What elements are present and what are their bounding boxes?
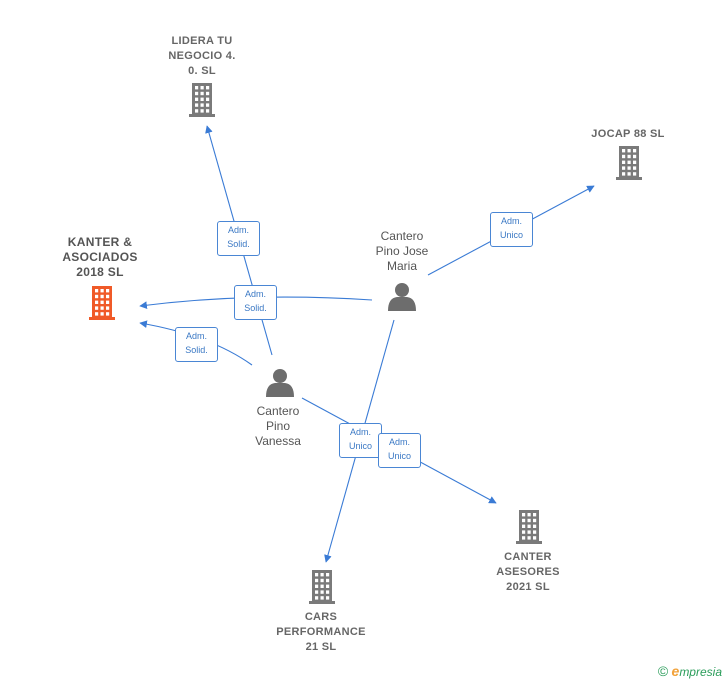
copyright-symbol: ©	[657, 663, 669, 679]
empresia-logo-initial: e	[671, 663, 680, 679]
edge-badge-jose-maria-cars: Adm. Unico	[339, 423, 382, 458]
node-label-vanessa[interactable]: Cantero Pino Vanessa	[255, 404, 301, 448]
building-icon-canter_asesores[interactable]	[516, 510, 542, 544]
empresia-credit: © empresia	[658, 663, 722, 679]
node-label-cars[interactable]: CARS PERFORMANCE 21 SL	[276, 611, 366, 653]
node-label-kanter[interactable]: KANTER & ASOCIADOS 2018 SL	[62, 235, 138, 279]
icons-layer	[89, 83, 642, 604]
node-label-jocap[interactable]: JOCAP 88 SL	[591, 128, 665, 140]
building-icon-kanter[interactable]	[89, 286, 115, 320]
empresia-logo-text: mpresia	[679, 665, 722, 679]
edge-badge-vanessa-canter-asesores: Adm. Unico	[378, 433, 421, 468]
building-icon-jocap[interactable]	[616, 146, 642, 180]
person-icon-jose_maria[interactable]	[388, 283, 416, 311]
edge-badge-vanessa-kanter: Adm. Solid.	[175, 327, 218, 362]
edge-badge-jose-maria-kanter: Adm. Solid.	[234, 285, 277, 320]
building-icon-lidera[interactable]	[189, 83, 215, 117]
node-label-lidera[interactable]: LIDERA TU NEGOCIO 4. 0. SL	[168, 35, 236, 77]
edge-badge-vanessa-lidera: Adm. Solid.	[217, 221, 260, 256]
node-label-canter-asesores[interactable]: CANTER ASESORES 2021 SL	[496, 551, 560, 593]
person-icon-vanessa[interactable]	[266, 369, 294, 397]
building-icon-cars[interactable]	[309, 570, 335, 604]
edge-badge-jose-maria-jocap: Adm. Unico	[490, 212, 533, 247]
node-label-jose-maria[interactable]: Cantero Pino Jose Maria	[375, 229, 429, 273]
